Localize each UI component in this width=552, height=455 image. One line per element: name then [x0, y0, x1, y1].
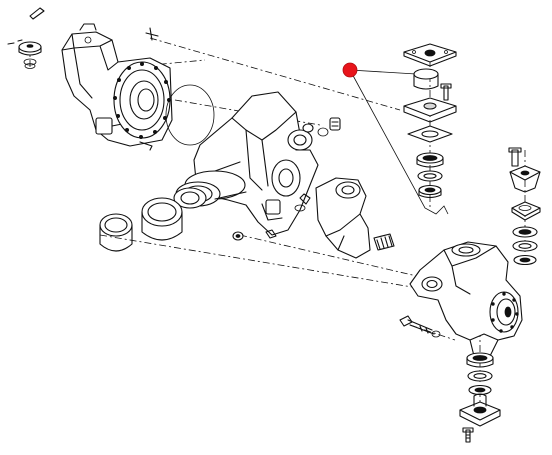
center-axle-housing	[165, 84, 341, 236]
lower-kingpin-stack	[459, 352, 501, 443]
upper-kingpin-stack	[403, 43, 457, 199]
leader-line-icon	[349, 69, 417, 75]
steering-bolt	[399, 315, 441, 338]
steering-knuckle-left	[315, 177, 395, 259]
steering-knuckle-right	[409, 241, 523, 357]
callout-group	[342, 62, 449, 215]
leader-line-lower	[349, 69, 449, 215]
bearing-rings	[99, 193, 311, 252]
right-upper-stack	[508, 147, 541, 266]
axle-arm-housing	[61, 23, 173, 151]
top-left-pin-and-cap	[7, 7, 45, 69]
callout-marker-icon[interactable]	[342, 62, 358, 78]
